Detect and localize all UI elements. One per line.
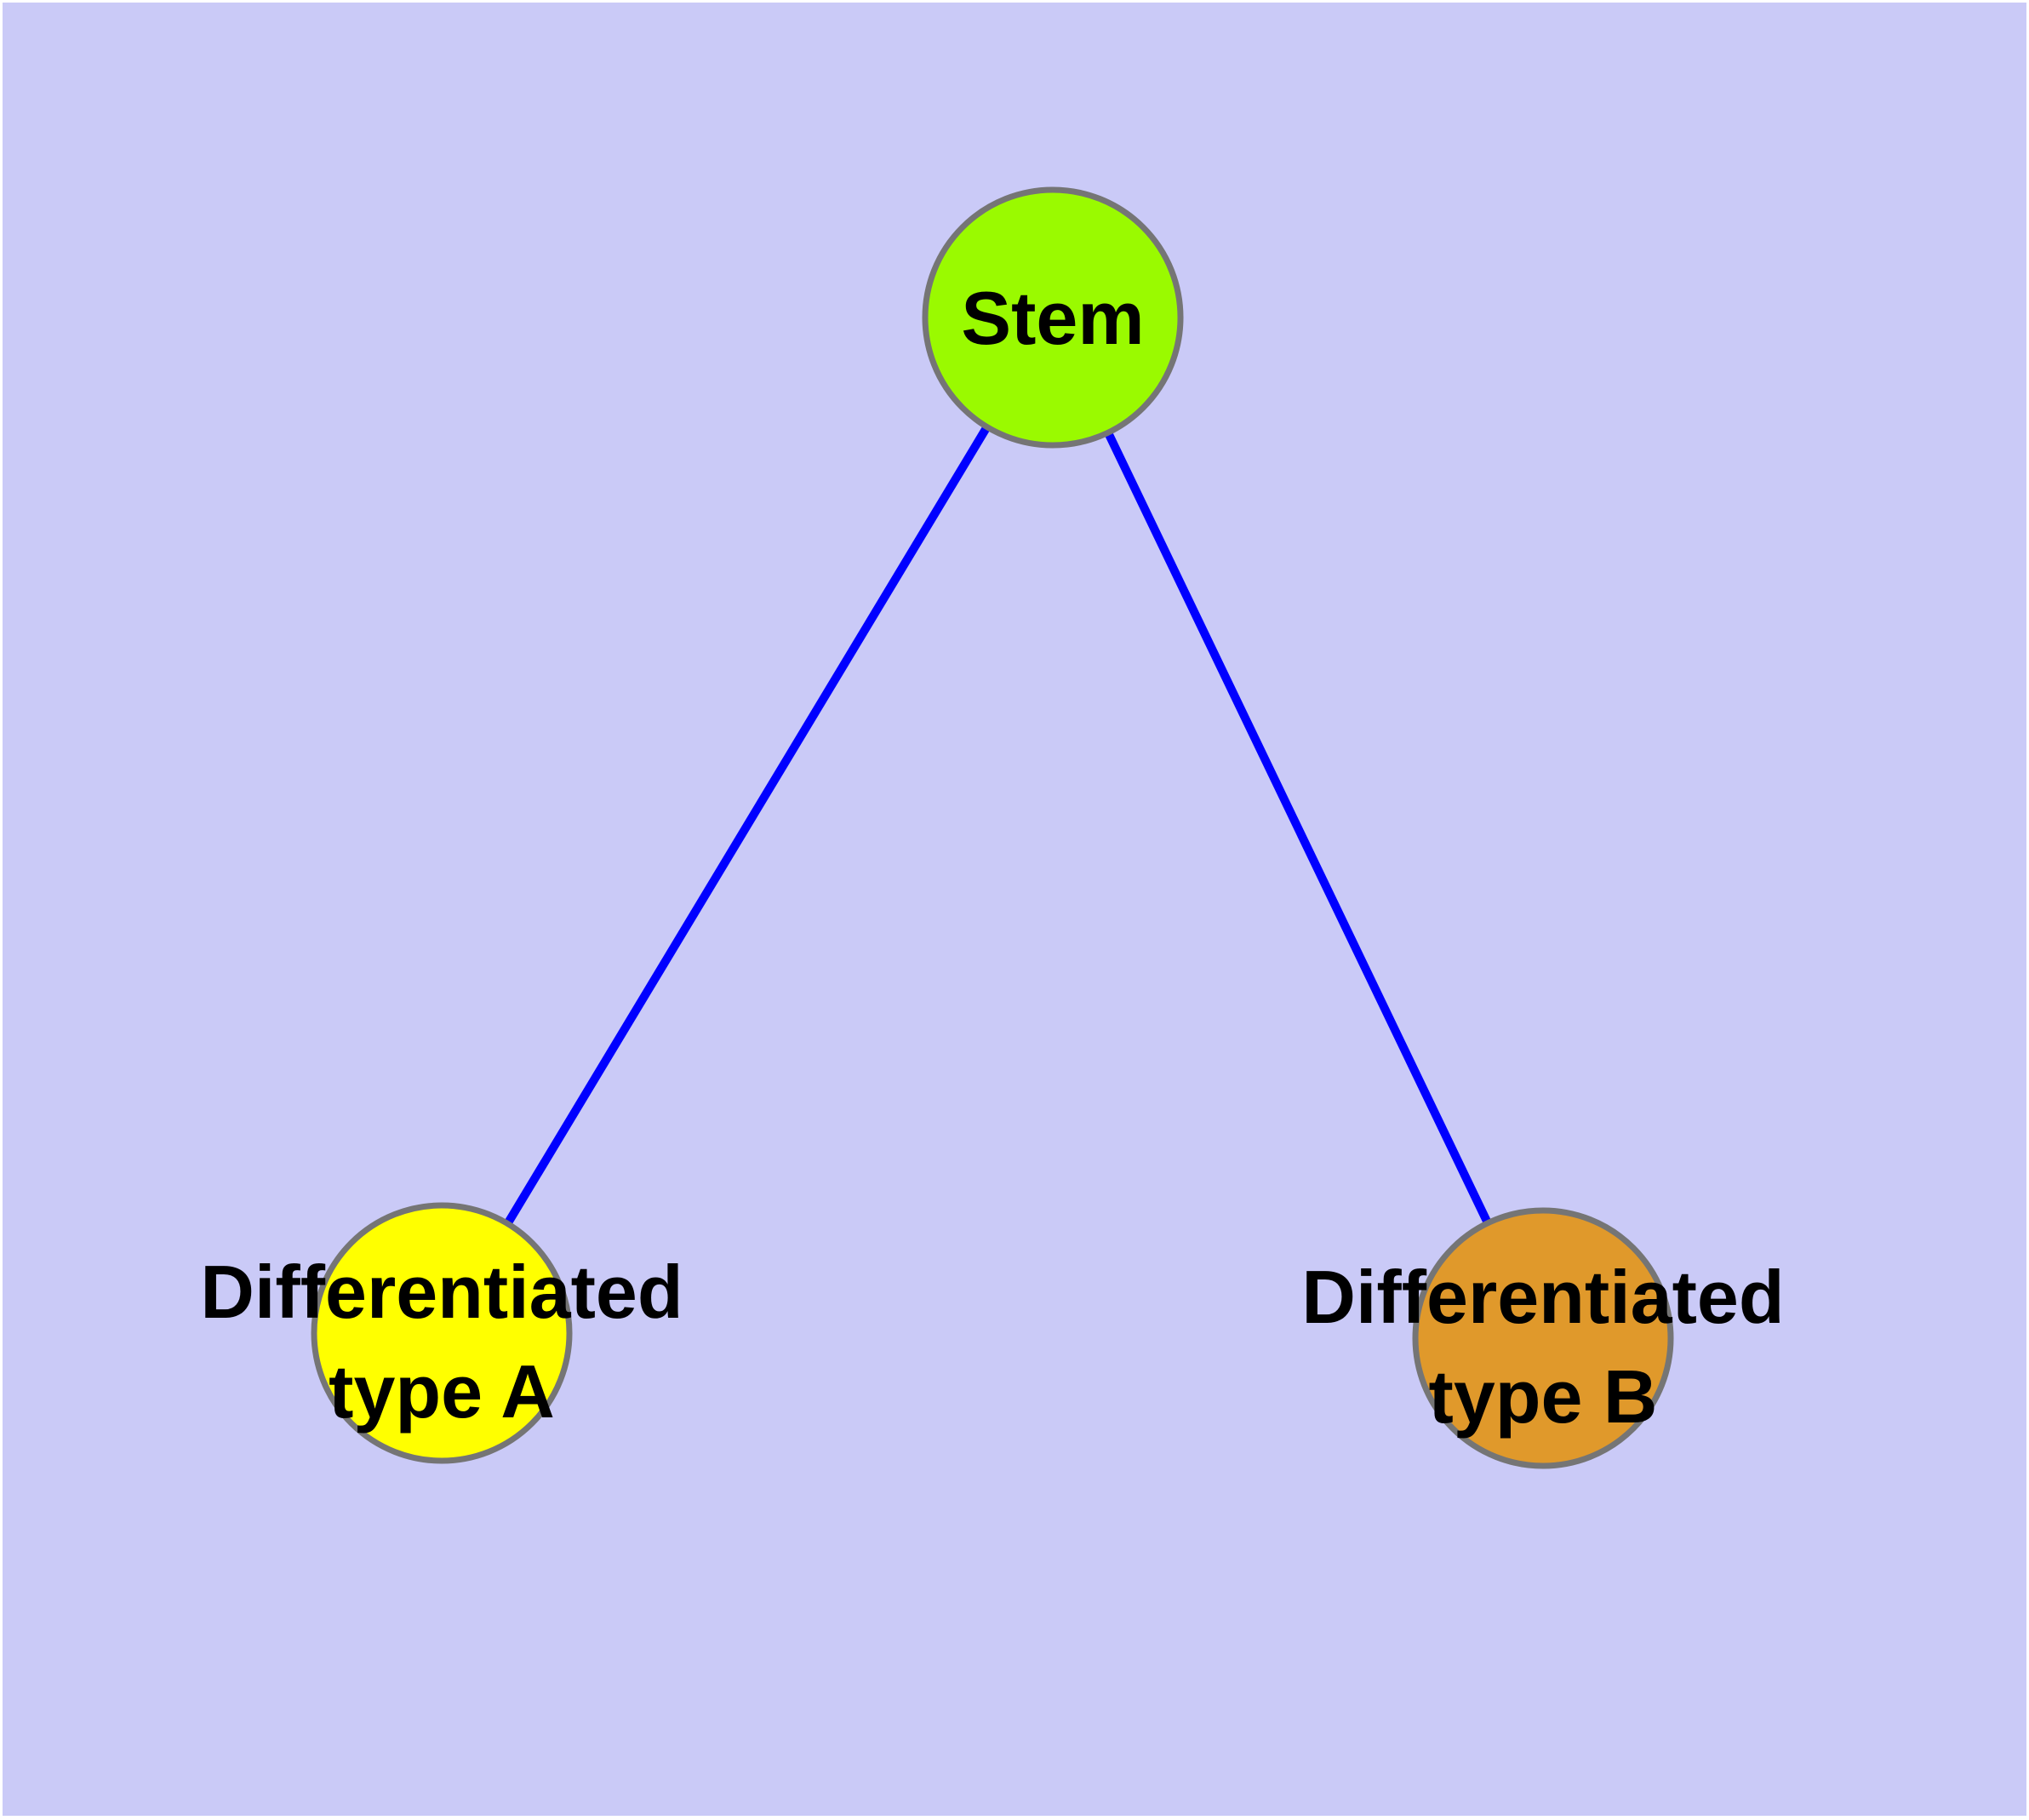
node-type-a-label: Differentiated type A	[200, 1250, 683, 1434]
node-type-a-circle	[311, 1202, 573, 1464]
node-stem-label: Stem	[961, 276, 1144, 360]
node-type-b-label-line2: type B	[1429, 1354, 1658, 1439]
node-type-b-circle	[1412, 1207, 1674, 1469]
node-stem-circle	[922, 186, 1184, 449]
node-type-b-label: Differentiated type B	[1301, 1255, 1784, 1439]
node-type-a-label-line1: Differentiated	[200, 1250, 683, 1334]
edge-stem-to-type-a	[437, 315, 1057, 1336]
edge-stem-to-type-b	[1049, 315, 1547, 1341]
node-type-a-label-line2: type A	[329, 1349, 555, 1434]
node-type-b-label-line1: Differentiated	[1301, 1255, 1784, 1339]
